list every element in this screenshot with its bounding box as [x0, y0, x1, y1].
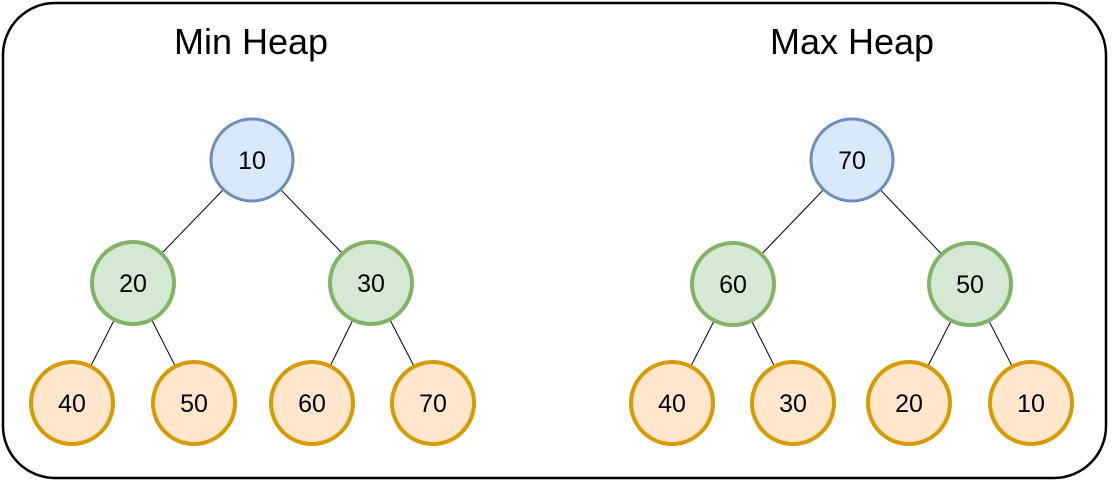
- heap-node-label-min-40: 40: [58, 390, 86, 418]
- heap-node-max-10: [988, 360, 1074, 446]
- heap-node-min-40: [29, 360, 115, 446]
- heap-node-max-70: [809, 117, 895, 203]
- heap-node-label-max-40: 40: [658, 390, 686, 418]
- heap-node-max-40: [629, 360, 715, 446]
- heap-node-label-min-10: 10: [238, 147, 266, 175]
- heap-node-min-30: [328, 240, 414, 326]
- heap-node-min-10: [209, 117, 295, 203]
- heap-node-label-max-20: 20: [895, 390, 923, 418]
- heap-node-label-max-70: 70: [838, 147, 866, 175]
- heap-node-label-max-50: 50: [956, 271, 984, 299]
- heap-node-max-60: [690, 241, 776, 327]
- heap-node-min-50: [151, 360, 237, 446]
- heap-node-max-50: [927, 241, 1013, 327]
- heap-node-min-70: [390, 360, 476, 446]
- heap-node-label-min-30: 30: [357, 270, 385, 298]
- max-heap-title: Max Heap: [769, 21, 935, 62]
- heap-node-label-max-60: 60: [719, 271, 747, 299]
- heap-node-label-min-50: 50: [180, 390, 208, 418]
- heap-node-min-20: [90, 240, 176, 326]
- heap-node-label-max-10: 10: [1017, 390, 1045, 418]
- heap-node-label-max-30: 30: [779, 390, 807, 418]
- heap-node-max-30: [750, 360, 836, 446]
- heap-node-max-20: [866, 360, 952, 446]
- heap-node-min-60: [269, 360, 355, 446]
- heap-node-label-min-20: 20: [119, 270, 147, 298]
- min-heap-title: Min Heap: [173, 21, 329, 62]
- heap-node-label-min-60: 60: [298, 390, 326, 418]
- heap-node-label-min-70: 70: [419, 390, 447, 418]
